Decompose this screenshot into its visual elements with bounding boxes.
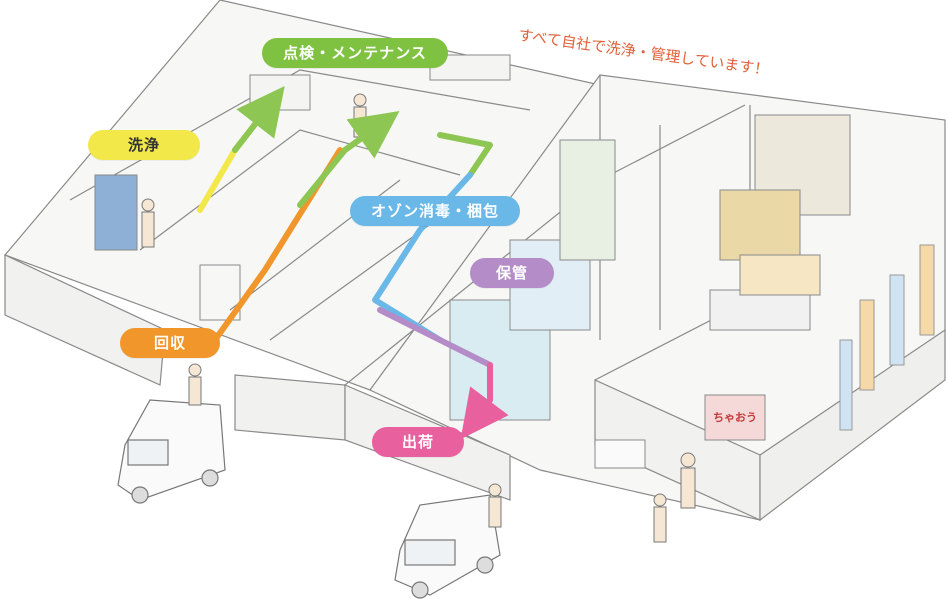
- washing-machine: [94, 174, 138, 251]
- front-wall-mid: [234, 374, 346, 441]
- equipment: [94, 54, 851, 469]
- step-label-shipping: 出荷: [372, 427, 464, 457]
- shop-sign-board: [704, 394, 766, 441]
- arrow-green-3: [437, 132, 493, 178]
- arrow-purple: [377, 307, 493, 368]
- banner-flags: [839, 244, 935, 431]
- care-bed-2: [739, 254, 821, 296]
- step-label-inspection: 点検・メンテナンス: [262, 38, 448, 68]
- care-bed-1: [709, 289, 811, 331]
- storage-stack: [559, 139, 616, 261]
- arrow-green-1: [232, 86, 285, 153]
- display-table: [719, 189, 801, 261]
- delivery-van: [394, 494, 501, 599]
- step-label-ozone-packing: オゾン消毒・梱包: [350, 196, 520, 226]
- bench: [594, 439, 646, 469]
- vehicles: [117, 399, 501, 599]
- cart-cage: [199, 264, 241, 321]
- shelf-1: [249, 74, 311, 111]
- arrow-pink: [460, 362, 509, 440]
- step-label-storage: 保管: [470, 258, 554, 288]
- shop-sign-text: ちゃおう: [713, 411, 757, 424]
- people: [141, 93, 696, 543]
- collection-van: [117, 399, 226, 504]
- interior-wall-2: [139, 129, 461, 251]
- step-label-collection: 回収: [120, 328, 220, 358]
- arrow-green-2: [297, 111, 400, 208]
- step-label-washing: 洗浄: [88, 130, 200, 160]
